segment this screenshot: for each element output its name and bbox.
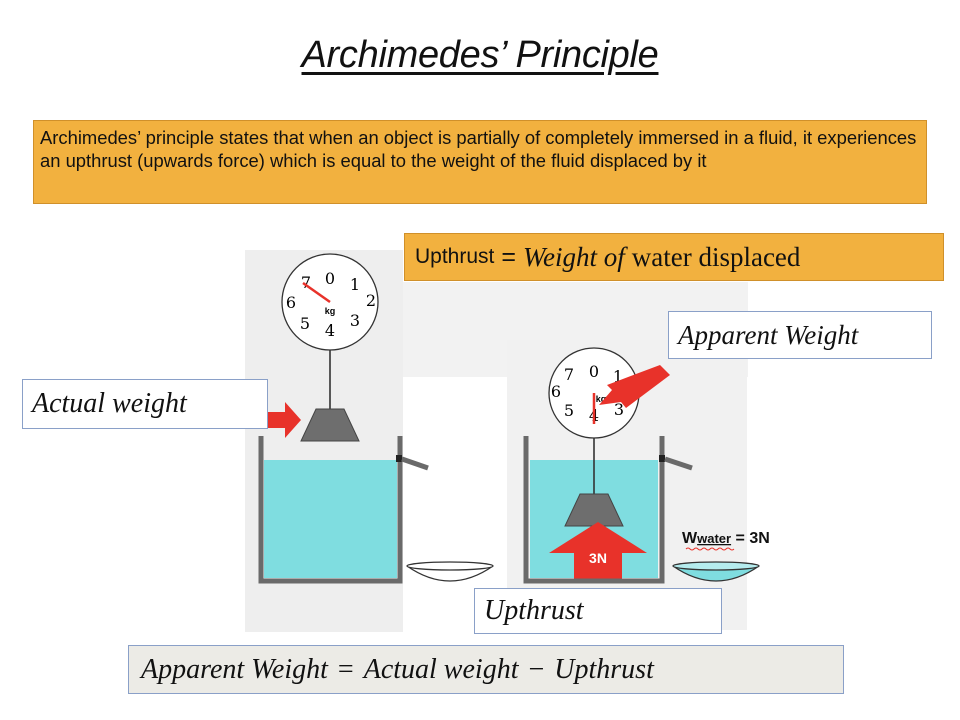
left-tank-wall (258, 436, 403, 584)
right-spring-scale: 0 1 3 4 5 6 7 kg (548, 347, 640, 439)
right-dial-number: 1 (613, 367, 623, 386)
upthrust-eq-rhs-plain: water displaced (631, 241, 801, 272)
right-catch-dish (672, 561, 760, 582)
left-spout-joint (396, 455, 402, 462)
right-dial-number: 5 (564, 401, 574, 420)
left-dial-number: 7 (301, 273, 311, 292)
actual-weight-label: Actual weight (22, 379, 268, 429)
apparent-eq-term3: Upthrust (554, 653, 654, 685)
right-dial-number: 3 (614, 400, 624, 419)
upthrust-label: Upthrust (474, 588, 722, 634)
left-spring-scale: 0 1 2 3 4 5 6 7 kg (281, 253, 379, 409)
right-dial-number: 0 (589, 362, 599, 381)
right-tank-spout (664, 456, 693, 471)
upthrust-arrow-icon (549, 522, 647, 580)
right-tank: 3N (523, 436, 693, 584)
apparent-weight-arrow-icon (599, 365, 670, 408)
apparent-weight-label: Apparent Weight (668, 311, 932, 359)
apparent-weight-equation-box: Apparent Weight = Actual weight − Upthru… (128, 645, 844, 694)
left-dial-number: 3 (350, 311, 360, 330)
right-dish-rim (672, 561, 760, 571)
upthrust-force-label: 3N (589, 550, 607, 566)
left-dial-unit: kg (325, 306, 336, 316)
definition-box: Archimedes’ principle states that when a… (33, 120, 927, 204)
water-weight-subscript: water (696, 531, 731, 546)
left-dial-number: 4 (325, 321, 335, 340)
upthrust-eq-rhs-italic: Weight of (522, 241, 625, 272)
actual-weight-arrow-icon (268, 402, 301, 438)
apparent-eq-minus: − (528, 653, 545, 685)
water-weight-symbol: W (682, 530, 698, 547)
left-dial-number: 6 (286, 293, 296, 312)
left-dial-number: 2 (366, 291, 376, 310)
left-dish-rim (406, 561, 494, 571)
right-dial-unit: kg (596, 394, 607, 404)
right-tank-wall (523, 436, 665, 584)
right-dial-number: 6 (551, 382, 561, 401)
apparent-eq-equals: = (337, 653, 354, 685)
left-tank-spout (401, 456, 429, 471)
left-tank (258, 436, 429, 584)
slide-title: Archimedes’ Principle (301, 34, 659, 76)
left-tank-water (264, 460, 397, 578)
upthrust-eq-equals: = (501, 242, 516, 271)
spellcheck-underline (685, 547, 735, 551)
left-weight-block (300, 408, 360, 442)
left-dial-number: 0 (325, 269, 335, 288)
upthrust-equation-box: Upthrust = Weight of water displaced (404, 233, 944, 281)
left-catch-dish (406, 561, 494, 582)
left-dial-needle (302, 281, 331, 304)
displaced-water-weight-label: Wwater = 3N (682, 530, 770, 547)
left-dial-number: 1 (350, 275, 360, 294)
right-weight-block (564, 493, 624, 527)
upthrust-eq-lhs: Upthrust (415, 245, 495, 268)
right-dial-number: 7 (564, 365, 574, 384)
apparent-eq-term1: Apparent Weight (141, 653, 328, 685)
left-dial-number: 5 (300, 314, 310, 333)
apparent-eq-term2: Actual weight (363, 653, 519, 685)
water-weight-value: = 3N (731, 530, 770, 547)
right-spout-joint (659, 455, 665, 462)
